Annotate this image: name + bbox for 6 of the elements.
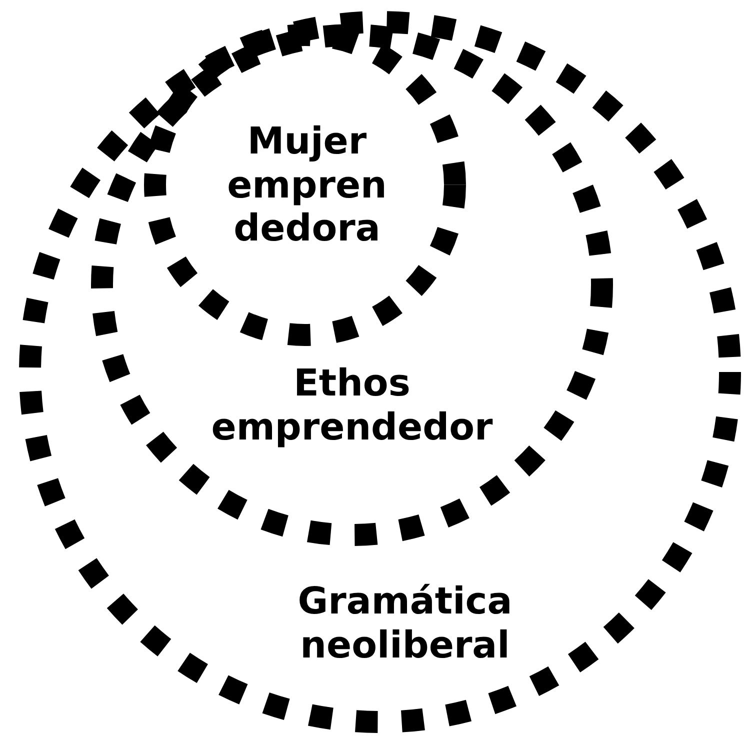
- dashed-circle: [19, 11, 741, 733]
- dashed-circle: [144, 24, 466, 346]
- circle-label: Ethos emprendedor: [210, 361, 494, 449]
- circle-label: Gramática neoliberal: [296, 579, 514, 667]
- dashed-circle: [91, 24, 613, 546]
- circle-label: Mujer empren dedora: [226, 120, 388, 250]
